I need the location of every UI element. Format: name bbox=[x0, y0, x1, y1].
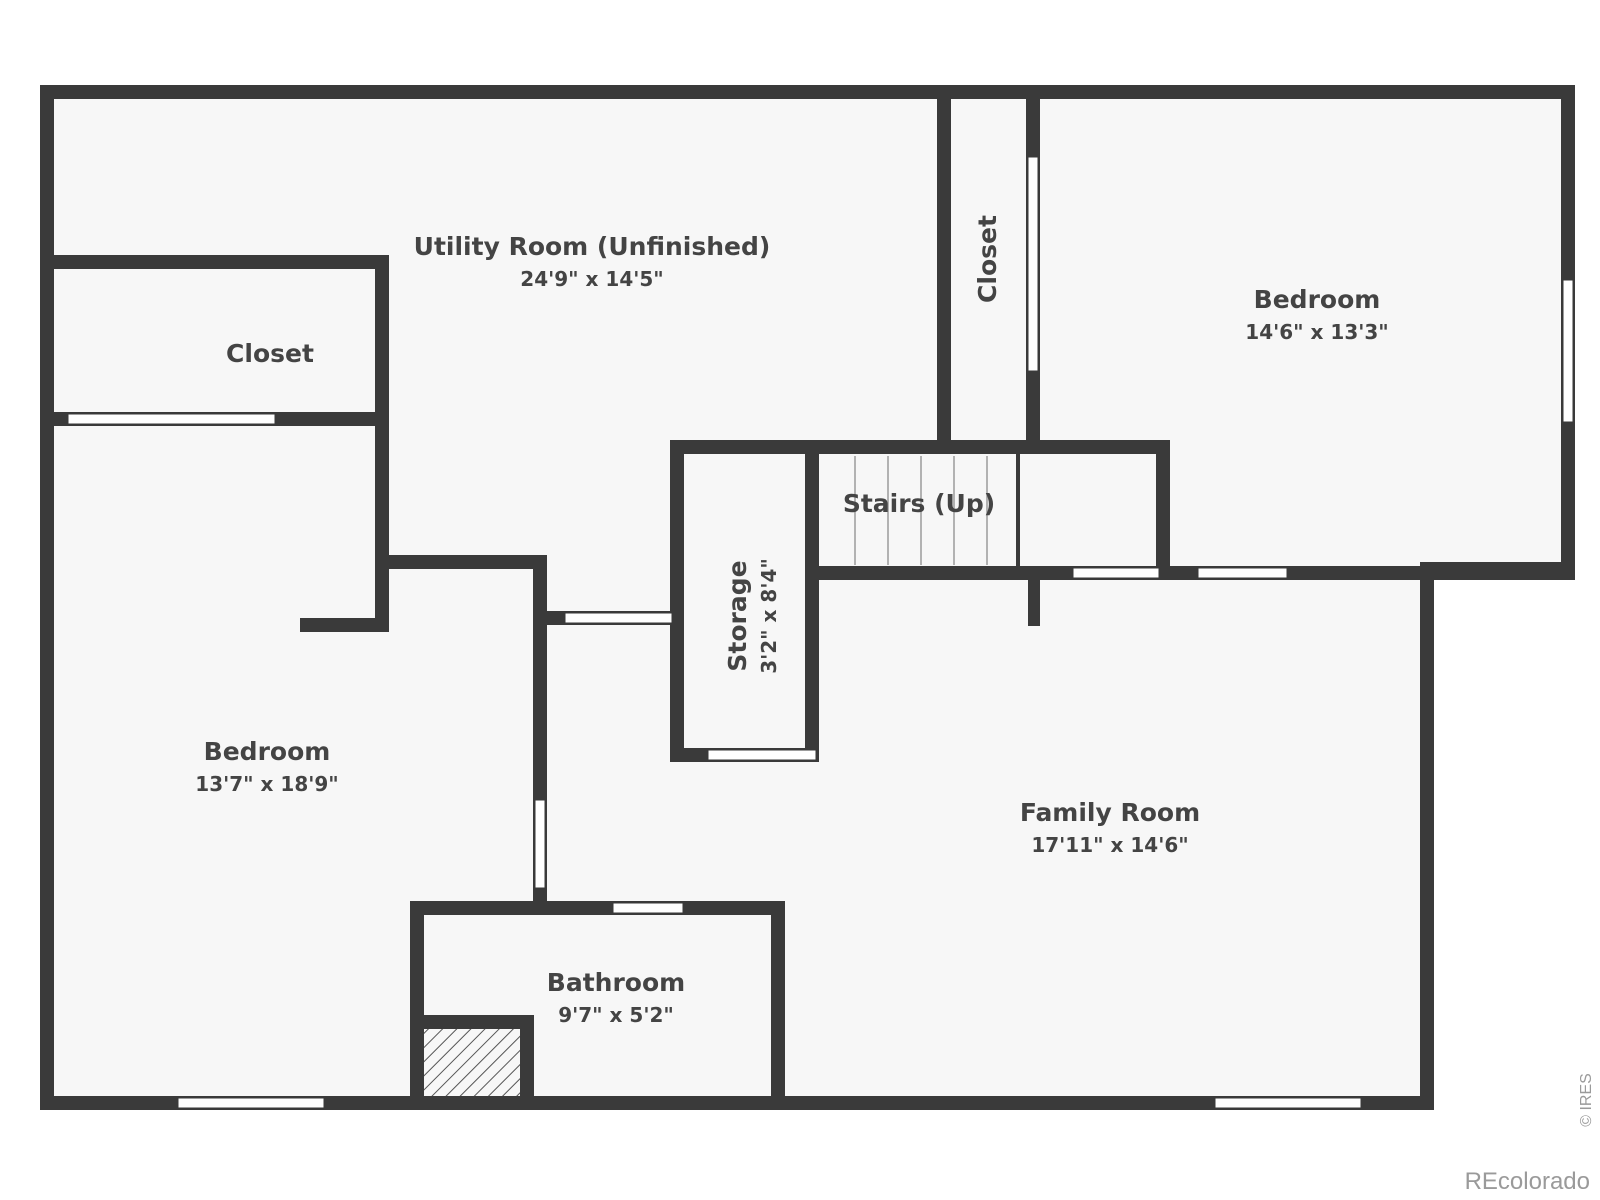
door-stair-hall bbox=[1072, 567, 1160, 579]
family-room-dims: 17'11" x 14'6" bbox=[1031, 833, 1188, 857]
right-bedroom-dims: 14'6" x 13'3" bbox=[1245, 320, 1388, 344]
bathroom-name: Bathroom bbox=[547, 968, 685, 997]
utility-room-dims: 24'9" x 14'5" bbox=[520, 267, 663, 291]
storage-dims: 3'2" x 8'4" bbox=[757, 558, 781, 674]
top-closet-name: Closet bbox=[973, 215, 1002, 303]
openings bbox=[67, 156, 1574, 1109]
stairs-name: Stairs (Up) bbox=[843, 489, 995, 518]
window-family-room bbox=[1214, 1097, 1362, 1109]
door-utility-storage bbox=[564, 612, 673, 624]
window-left-bedroom bbox=[177, 1097, 325, 1109]
shower-hatch bbox=[424, 1029, 520, 1096]
door-right-bedroom bbox=[1197, 567, 1288, 579]
right-bedroom-name: Bedroom bbox=[1254, 285, 1381, 314]
utility-room-name: Utility Room (Unfinished) bbox=[414, 232, 771, 261]
room-labels: Utility Room (Unfinished) 24'9" x 14'5" … bbox=[195, 215, 1388, 1027]
door-left-closet bbox=[67, 413, 276, 425]
bathroom-dims: 9'7" x 5'2" bbox=[558, 1003, 674, 1027]
door-top-closet bbox=[1027, 156, 1039, 372]
door-bedroom-family bbox=[534, 799, 546, 889]
stair-treads bbox=[854, 456, 988, 565]
family-room-name: Family Room bbox=[1020, 798, 1200, 827]
left-bedroom-dims: 13'7" x 18'9" bbox=[195, 772, 338, 796]
ires-watermark: © IRES bbox=[1578, 1073, 1595, 1127]
door-storage bbox=[707, 749, 817, 761]
door-bathroom bbox=[612, 902, 684, 914]
window-right-bedroom bbox=[1562, 279, 1574, 423]
recolorado-credit: REcolorado bbox=[1465, 1168, 1590, 1195]
left-closet-name: Closet bbox=[226, 339, 314, 368]
left-bedroom-name: Bedroom bbox=[204, 737, 331, 766]
storage-name: Storage bbox=[723, 560, 752, 671]
